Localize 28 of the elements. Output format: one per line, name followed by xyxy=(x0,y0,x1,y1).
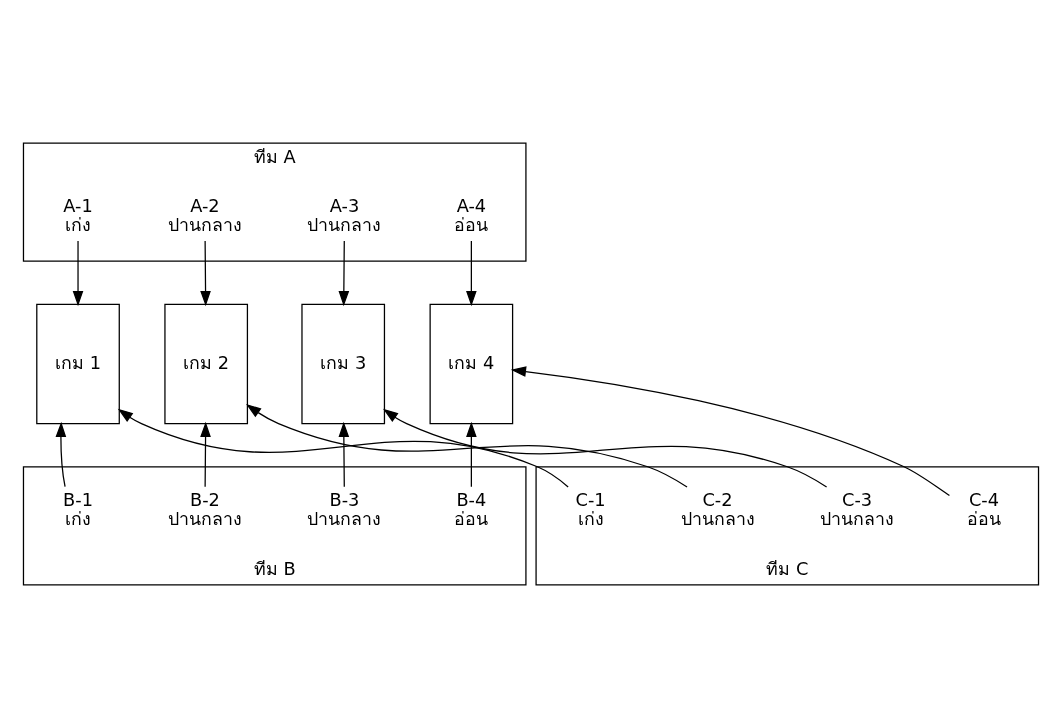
arrow xyxy=(338,421,350,488)
node-text: B-2 ปานกลาง xyxy=(167,490,242,530)
node-text: A-2 ปานกลาง xyxy=(167,196,242,236)
node-text: C-3 ปานกลาง xyxy=(820,490,895,530)
node-box: เกม 2 xyxy=(164,303,249,425)
arrow xyxy=(200,421,211,488)
node-text: C-4 อ่อน xyxy=(966,490,1001,530)
node-text: B-1 เก่ง xyxy=(63,490,93,530)
arrow xyxy=(383,408,828,488)
arrow xyxy=(338,240,350,307)
node-box: เกม 1 xyxy=(36,303,120,425)
arrow xyxy=(510,366,951,497)
arrow xyxy=(72,240,84,307)
arrow xyxy=(200,240,211,307)
node-text: C-1 เก่ง xyxy=(575,490,606,530)
node-text: A-3 ปานกลาง xyxy=(307,196,382,236)
node-text: C-2 ปานกลาง xyxy=(680,490,755,530)
arrow xyxy=(55,421,67,488)
node-box: เกม 4 xyxy=(429,303,514,425)
node-box: เกม 3 xyxy=(301,303,386,425)
node-text: A-1 เก่ง xyxy=(63,196,93,236)
node-text: B-4 อ่อน xyxy=(454,490,489,530)
arrow xyxy=(466,240,477,307)
node-text: B-3 ปานกลาง xyxy=(307,490,382,530)
arrow xyxy=(246,404,688,488)
arrow xyxy=(466,421,477,488)
node-text: A-4 อ่อน xyxy=(454,196,489,236)
arrow xyxy=(117,408,569,488)
